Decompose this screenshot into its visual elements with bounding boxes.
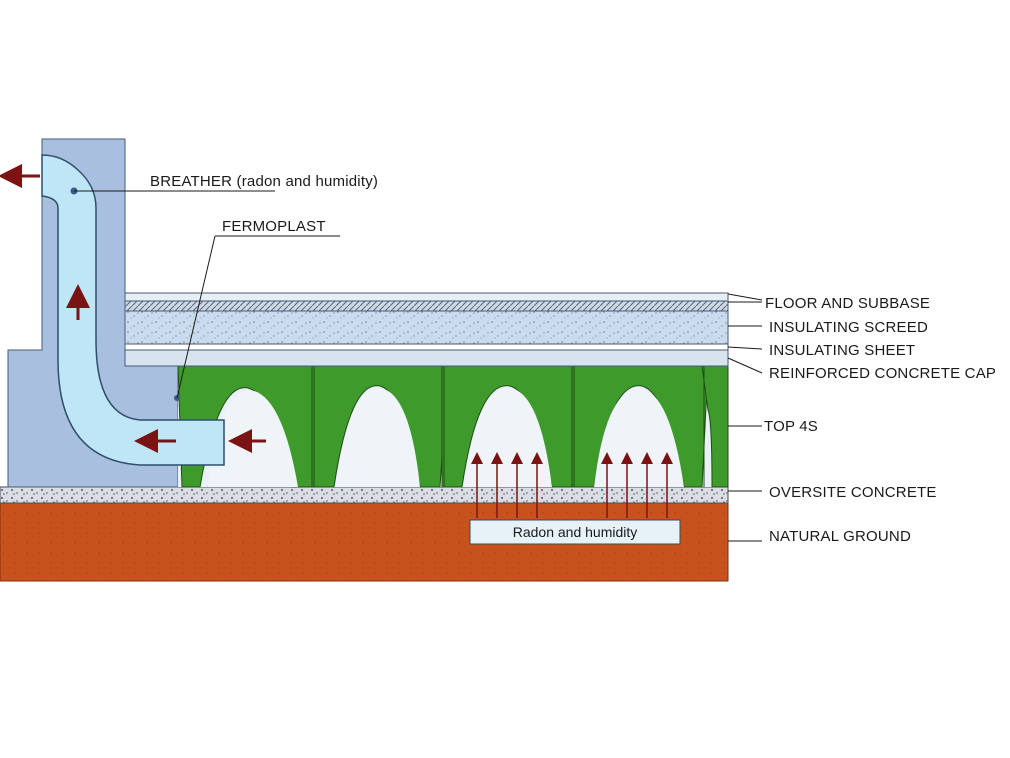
insulating-screed bbox=[124, 310, 729, 345]
reinforced-cap-label: REINFORCED CONCRETE CAP bbox=[769, 365, 996, 382]
radon-arrows bbox=[471, 452, 673, 518]
fermoplast-label: FERMOPLAST bbox=[222, 218, 326, 235]
natural-ground-label: NATURAL GROUND bbox=[769, 528, 911, 545]
top4s-label: TOP 4S bbox=[764, 418, 818, 435]
reinforced-concrete-cap bbox=[124, 349, 729, 367]
radon-humidity-box bbox=[469, 519, 681, 545]
breather-pipe bbox=[41, 154, 225, 466]
floor-subbase bbox=[124, 292, 729, 302]
leader-lines bbox=[74, 190, 763, 542]
floor-subbase-label: FLOOR AND SUBBASE bbox=[765, 295, 930, 312]
dome-2-void bbox=[336, 388, 420, 487]
top4s-domes bbox=[177, 365, 729, 488]
breather-label: BREATHER (radon and humidity) bbox=[150, 173, 378, 190]
insulating-screed-label: INSULATING SCREED bbox=[769, 319, 928, 336]
oversite-label: OVERSITE CONCRETE bbox=[769, 484, 937, 501]
floor-hatch bbox=[124, 300, 729, 312]
insulating-sheet-label: INSULATING SHEET bbox=[769, 342, 915, 359]
radon-humidity-label: Radon and humidity bbox=[513, 524, 638, 540]
dome-5 bbox=[701, 365, 729, 488]
insulating-sheet bbox=[124, 343, 729, 351]
dome-3-void bbox=[464, 388, 552, 487]
flow-arrows bbox=[0, 164, 266, 453]
dome-1-void bbox=[208, 390, 298, 487]
oversite-concrete-layer bbox=[0, 486, 729, 504]
